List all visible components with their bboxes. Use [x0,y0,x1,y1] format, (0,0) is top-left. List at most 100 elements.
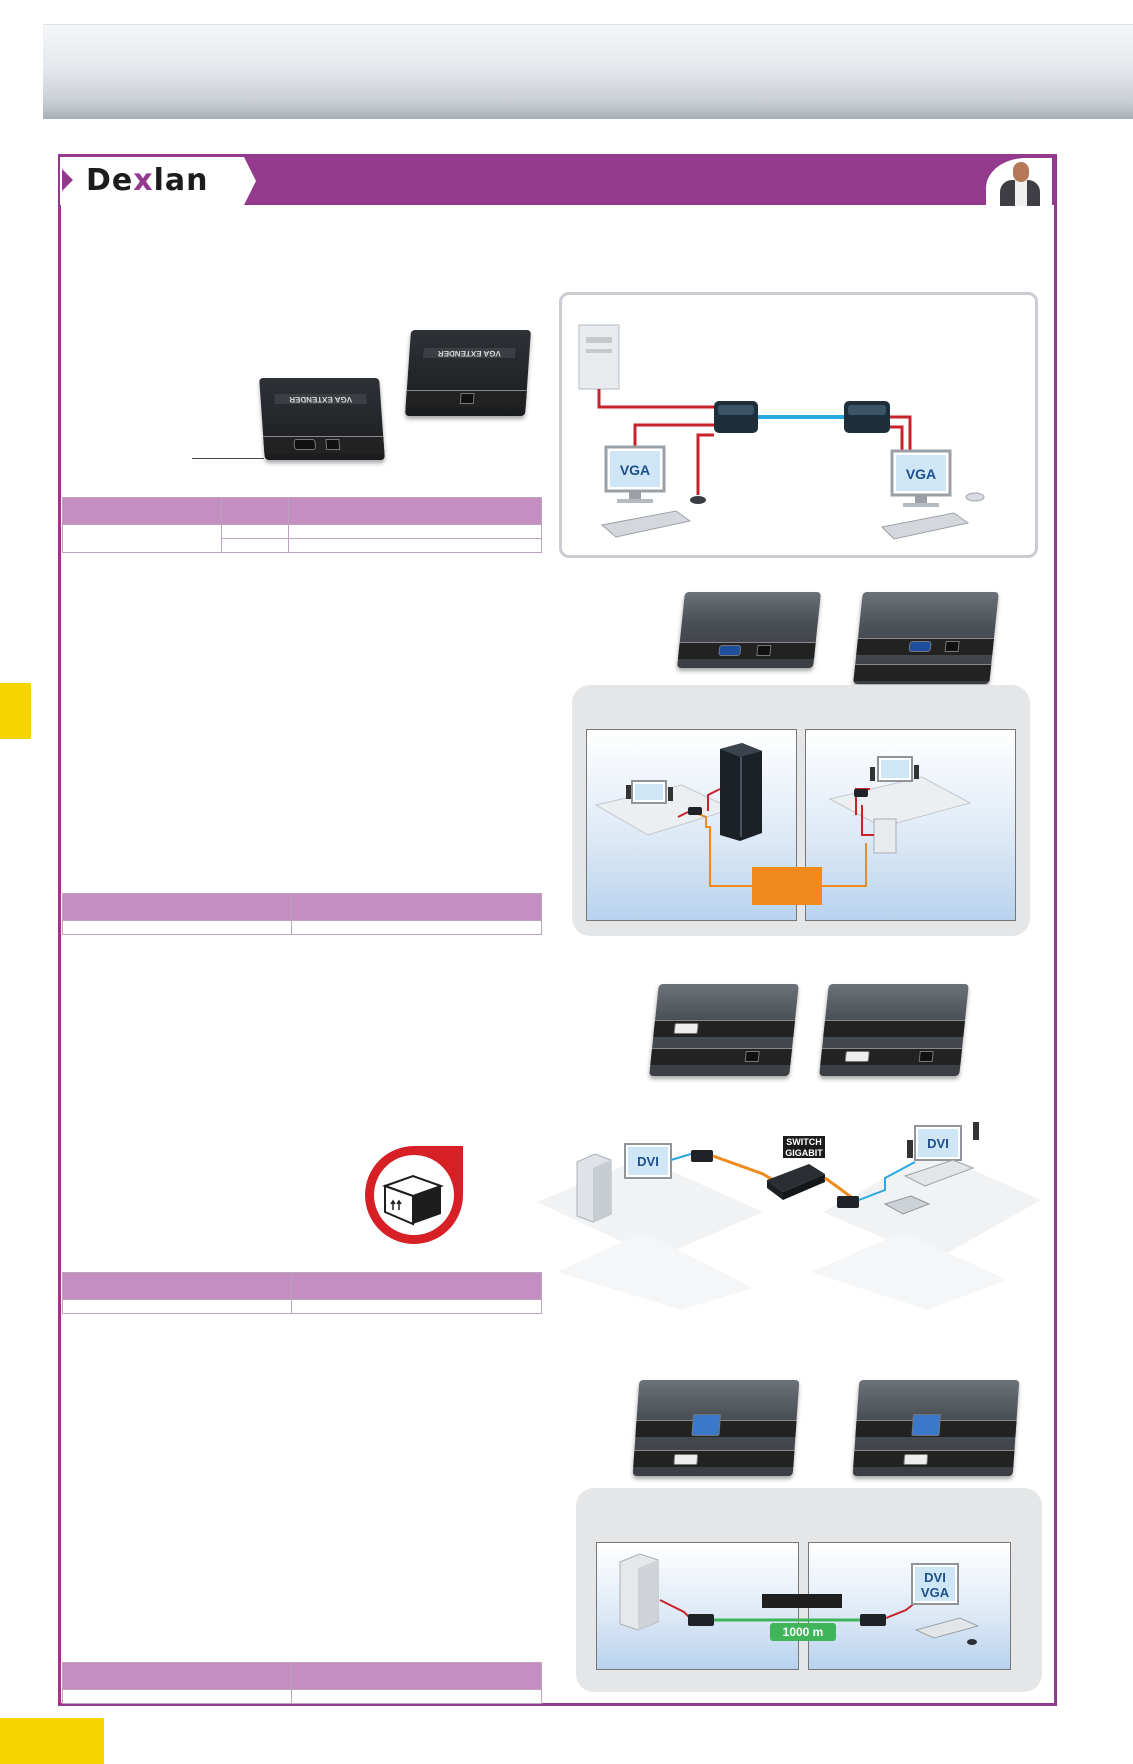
rj45-port-icon [756,645,772,656]
switch-label-line2: GIGABIT [785,1148,823,1158]
fiber-port-icon [691,1414,721,1436]
dvi-port-icon [673,1454,699,1465]
dvi-port-icon [673,1023,699,1034]
monitor-right-icon [877,756,913,782]
brand-logo: Dexlan [86,163,209,198]
transmitter-ports [263,436,385,453]
device-ports [823,1020,966,1037]
vga-label-right: VGA [906,466,936,482]
keyboard-icon [600,510,692,538]
kvm-extender-unit-photo [677,592,821,668]
vga-diagram-svg: VGA VGA [578,324,985,540]
device-ports-lower [853,664,992,681]
dvi-vga-monitor-icon [911,1563,959,1605]
table-row [62,1689,542,1704]
header-banner [43,24,1133,119]
mouse-icon [690,496,706,504]
fiber-extender-pair-photo-2 [852,1380,1020,1476]
table-header-row [62,1272,542,1300]
rj45-port-icon [944,641,960,652]
logo-tab-tip [244,157,256,205]
monitor-left-icon [631,780,667,804]
vga-port-icon [718,645,742,656]
fiber-port-icon [911,1414,941,1436]
fiber-extender-pair-photo [632,1380,800,1476]
vga-extender-diagram: VGA VGA [559,292,1038,558]
logo-box [60,157,244,205]
spec-table-1 [62,497,542,553]
desk-right-icon [828,776,972,828]
vga-port-icon [293,439,317,450]
pc-tower-icon [873,818,897,854]
keyboard-icon [903,1159,975,1187]
table-header-row [62,893,542,921]
table-header-row [62,1662,542,1690]
vga-extender-transmitter-photo: VGA EXTENDER [259,378,385,460]
content-frame [58,154,1057,1706]
table-header-row [62,497,542,525]
keyboard-icon [880,512,970,540]
dvi-port-icon [903,1454,929,1465]
spec-table-2 [62,893,542,935]
speaker-icon [907,1122,979,1158]
speaker-icon [870,765,919,781]
vga-monitor-left-icon [604,445,666,503]
device-ports-lower [820,1048,963,1065]
kvm-scene-svg [594,743,972,905]
device-ports [677,642,816,659]
switch-label-bg [783,1136,825,1148]
table-row [62,1299,542,1314]
dvi-monitor-left-icon [624,1143,672,1179]
extender-box-icon [691,1150,713,1162]
server-rack-icon [720,743,762,841]
gigabit-switch-icon [767,1164,825,1200]
dvi-label-right: DVI [927,1136,949,1151]
device-ports-lower [853,1450,1015,1467]
kvm-switch-icon [883,1195,931,1215]
dvi-extender-pair-photo-2 [819,984,969,1076]
receiver-label: VGA EXTENDER [423,348,516,358]
device-ports-lower [633,1450,795,1467]
table-row [63,538,542,553]
switch-label-line1: SWITCH [786,1137,822,1147]
device-ports-lower [650,1048,793,1065]
avatar-head [1013,162,1029,182]
speaker-icon [626,785,673,801]
kvm-extender-diagram [572,685,1030,936]
pointer-line [192,458,264,459]
rj45-port-icon [325,439,341,450]
dvi-vga-label-line1: DVI [924,1570,946,1585]
pc-tower-icon [576,1153,612,1223]
dvi-gigabit-diagram: DVI SWITCH GIGABIT DVI [537,1122,1041,1310]
spec-table-4 [62,1662,542,1704]
extender-box-icon [860,1614,886,1626]
extender-box-icon [854,789,868,797]
dvi-extender-pair-photo [649,984,799,1076]
extender-box-icon [688,807,702,815]
vga-port-icon [908,641,932,652]
network-box-icon [752,867,822,905]
pc-tower-icon [619,1553,659,1631]
rj45-port-icon [459,393,475,404]
distance-badge: 1000 m [770,1623,836,1641]
transmitter-label: VGA EXTENDER [274,394,367,404]
vga-label-left: VGA [620,462,650,478]
box-badge-icon [365,1146,463,1244]
dvi-label-left: DVI [637,1154,659,1169]
extender-box-icon [688,1614,714,1626]
fiber-extender-diagram: DVI VGA 1000 m [576,1488,1042,1692]
vga-monitor-right-icon [890,449,952,507]
rj45-port-icon [918,1051,934,1062]
keyboard-icon [914,1617,980,1639]
dvi-monitor-right-icon [914,1125,962,1161]
bottom-tab [0,1718,104,1764]
mouse-icon [967,1639,977,1645]
avatar-shirt [1015,180,1027,206]
extender-box-icon [837,1196,859,1208]
computer-tower-icon [578,324,620,390]
side-tab [0,683,31,739]
dvi-port-icon [844,1051,870,1062]
extender-transmitter-icon [714,401,758,433]
presenter-avatar [986,158,1052,206]
fiber-label-bar [762,1594,842,1608]
